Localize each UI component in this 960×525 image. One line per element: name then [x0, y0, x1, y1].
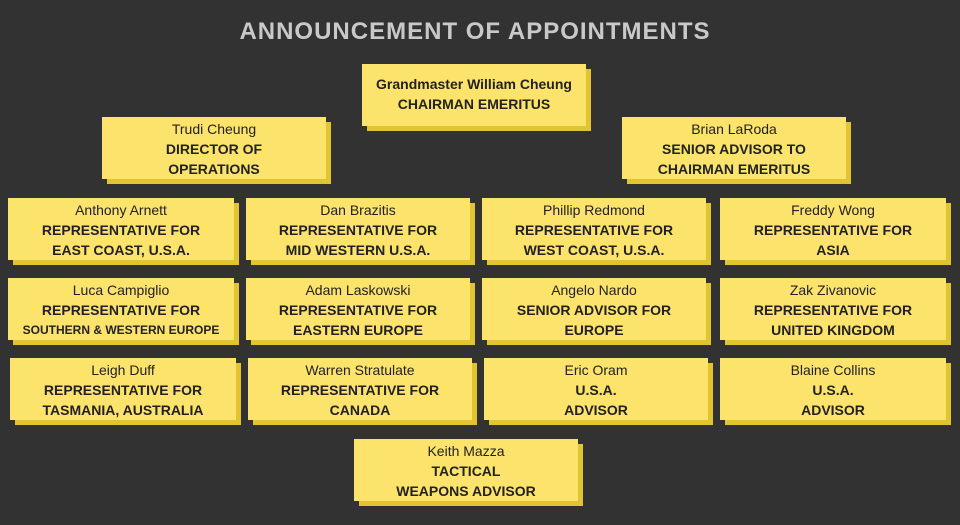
card-name: Luca Campiglio — [72, 282, 170, 298]
card-chairman: Grandmaster William Cheung CHAIRMAN EMER… — [362, 64, 586, 126]
card-arnett: Anthony Arnett REPRESENTATIVE FOR EAST C… — [8, 198, 234, 260]
card-role: REPRESENTATIVE FOR — [753, 222, 913, 238]
card-redmond: Phillip Redmond REPRESENTATIVE FOR WEST … — [482, 198, 706, 260]
card-role: ADVISOR — [801, 402, 865, 418]
card-role: REPRESENTATIVE FOR — [43, 382, 203, 398]
card-role: REPRESENTATIVE FOR — [753, 302, 913, 318]
card-role: REPRESENTATIVE FOR — [278, 222, 438, 238]
card-role: WEAPONS ADVISOR — [396, 483, 536, 499]
card-name: Blaine Collins — [790, 362, 876, 378]
card-role: REPRESENTATIVE FOR — [278, 302, 438, 318]
card-name: Freddy Wong — [791, 202, 875, 218]
card-name: Grandmaster William Cheung — [376, 76, 572, 92]
card-zivanovic: Zak Zivanovic REPRESENTATIVE FOR UNITED … — [720, 278, 946, 340]
card-role: REPRESENTATIVE FOR — [514, 222, 674, 238]
card-role: OPERATIONS — [168, 161, 260, 177]
card-name: Eric Oram — [564, 362, 628, 378]
card-role: SOUTHERN & WESTERN EUROPE — [22, 323, 220, 337]
page-title: ANNOUNCEMENT OF APPOINTMENTS — [239, 18, 711, 45]
card-nardo: Angelo Nardo SENIOR ADVISOR FOR EUROPE — [482, 278, 706, 340]
card-name: Leigh Duff — [91, 362, 155, 378]
card-stratulate: Warren Stratulate REPRESENTATIVE FOR CAN… — [248, 358, 472, 420]
card-role: CANADA — [329, 402, 391, 418]
card-name: Dan Brazitis — [320, 202, 396, 218]
card-role: MID WESTERN U.S.A. — [285, 242, 431, 258]
card-name: Zak Zivanovic — [789, 282, 877, 298]
card-role: CHAIRMAN EMERITUS — [657, 161, 811, 177]
card-collins: Blaine Collins U.S.A. ADVISOR — [720, 358, 946, 420]
card-name: Angelo Nardo — [551, 282, 637, 298]
card-role: WEST COAST, U.S.A. — [523, 242, 665, 258]
card-role: EASTERN EUROPE — [293, 322, 423, 338]
card-name: Adam Laskowski — [305, 282, 411, 298]
card-name: Anthony Arnett — [75, 202, 167, 218]
card-role: U.S.A. — [575, 382, 617, 398]
card-role: REPRESENTATIVE FOR — [41, 222, 201, 238]
card-role: SENIOR ADVISOR TO — [662, 141, 806, 157]
card-brazitis: Dan Brazitis REPRESENTATIVE FOR MID WEST… — [246, 198, 470, 260]
card-role: ADVISOR — [564, 402, 628, 418]
card-director: Trudi Cheung DIRECTOR OF OPERATIONS — [102, 117, 326, 179]
card-duff: Leigh Duff REPRESENTATIVE FOR TASMANIA, … — [10, 358, 236, 420]
card-role: ASIA — [816, 242, 850, 258]
card-role: EUROPE — [564, 322, 624, 338]
card-role: EAST COAST, U.S.A. — [52, 242, 190, 258]
card-role: CHAIRMAN EMERITUS — [397, 96, 551, 112]
card-name: Warren Stratulate — [305, 362, 415, 378]
card-laskowski: Adam Laskowski REPRESENTATIVE FOR EASTER… — [246, 278, 470, 340]
card-mazza: Keith Mazza TACTICAL WEAPONS ADVISOR — [354, 439, 578, 501]
card-name: Brian LaRoda — [691, 121, 777, 137]
card-senior-advisor-chairman: Brian LaRoda SENIOR ADVISOR TO CHAIRMAN … — [622, 117, 846, 179]
card-role: TASMANIA, AUSTRALIA — [42, 402, 204, 418]
card-role: U.S.A. — [812, 382, 854, 398]
card-role: SENIOR ADVISOR FOR — [516, 302, 672, 318]
card-name: Trudi Cheung — [171, 121, 257, 137]
card-role: REPRESENTATIVE FOR — [41, 302, 201, 318]
card-role: REPRESENTATIVE FOR — [280, 382, 440, 398]
card-oram: Eric Oram U.S.A. ADVISOR — [484, 358, 708, 420]
card-role: DIRECTOR OF — [165, 141, 263, 157]
card-campiglio: Luca Campiglio REPRESENTATIVE FOR SOUTHE… — [8, 278, 234, 340]
card-name: Keith Mazza — [427, 443, 505, 459]
card-role: UNITED KINGDOM — [771, 322, 895, 338]
card-role: TACTICAL — [431, 463, 501, 479]
card-wong: Freddy Wong REPRESENTATIVE FOR ASIA — [720, 198, 946, 260]
card-name: Phillip Redmond — [543, 202, 645, 218]
